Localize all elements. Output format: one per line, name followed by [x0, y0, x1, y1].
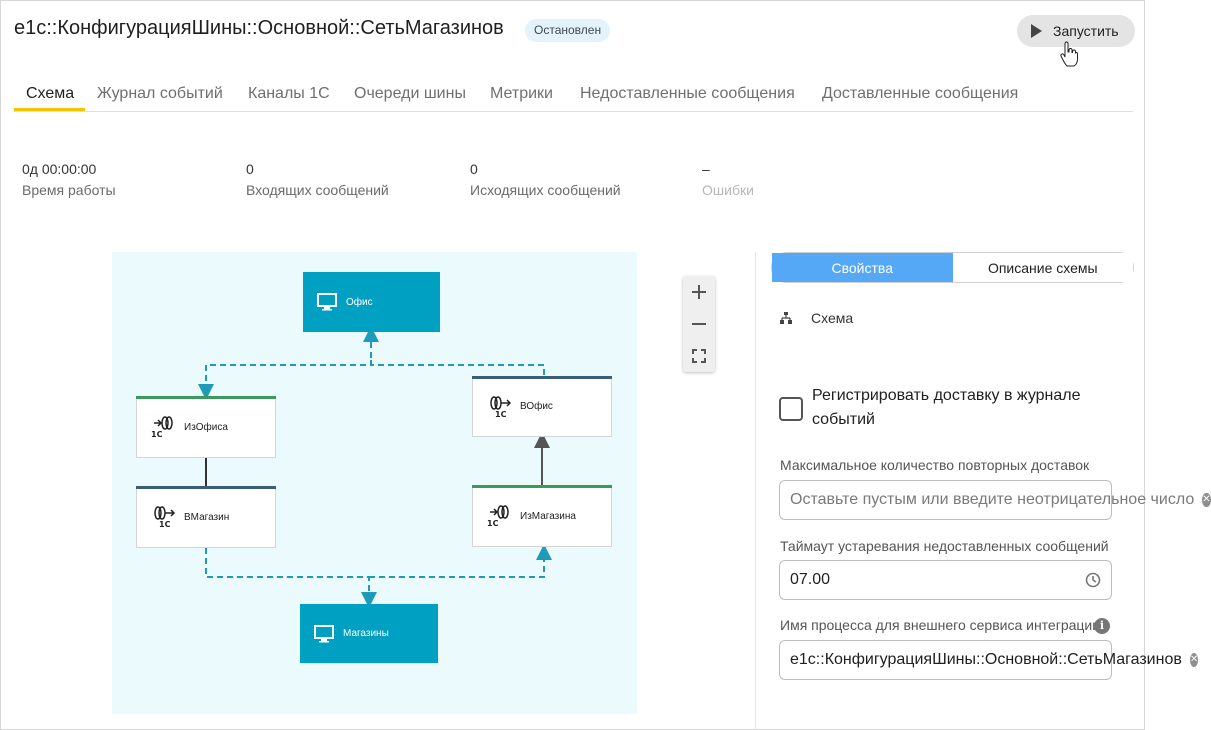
svg-text:1C: 1C: [151, 430, 163, 439]
schema-type-label: Схема: [811, 310, 854, 326]
tab-1c-channels[interactable]: Каналы 1С: [248, 85, 330, 102]
stat-value: 0д 00:00:00: [22, 161, 97, 177]
page-title: e1c::КонфигурацияШины::Основной::СетьМаг…: [14, 17, 504, 39]
schema-connections: [198, 326, 552, 608]
1c-output-channel-icon: 1C: [490, 395, 512, 419]
stat-incoming: 0 Входящих сообщений: [246, 161, 389, 198]
tab-metrics[interactable]: Метрики: [490, 85, 553, 102]
node-to-office[interactable]: 1C ВОфис: [472, 376, 612, 437]
process-name-value: e1c::КонфигурацияШины::Основной::СетьМаг…: [790, 651, 1182, 668]
link-stores-to-from-store: [369, 544, 552, 578]
active-tab-indicator: [14, 108, 85, 111]
node-office[interactable]: Офис: [303, 272, 440, 332]
register-delivery-checkbox[interactable]: [779, 397, 803, 421]
max-retries-field[interactable]: Оставьте пустым или введите неотрицатель…: [779, 480, 1211, 520]
stat-label: Исходящих сообщений: [470, 182, 621, 198]
stat-label: Ошибки: [702, 182, 754, 198]
node-label: Офис: [346, 296, 373, 308]
clear-icon[interactable]: ✕: [1202, 493, 1211, 507]
output-channel-bar: [472, 376, 612, 379]
tab-undelivered[interactable]: Недоставленные сообщения: [580, 85, 795, 102]
zoom-controls: [683, 276, 715, 372]
stat-label: Входящих сообщений: [246, 182, 389, 198]
node-from-office[interactable]: 1C ИзОфиса: [136, 396, 276, 458]
tab-properties[interactable]: Свойства: [772, 253, 953, 282]
fullscreen-icon: [692, 349, 706, 363]
panel-divider: [755, 252, 756, 730]
stat-value: –: [702, 161, 710, 177]
stat-label: Время работы: [22, 182, 116, 198]
schema-canvas[interactable]: Офис Магазины 1C ИзОфиса 1C ВМагазин: [112, 252, 637, 714]
tab-delivered[interactable]: Доставленные сообщения: [822, 85, 1019, 102]
stat-value: 0: [470, 161, 478, 177]
timeout-label: Таймаут устаревания недоставленных сообщ…: [780, 538, 1109, 554]
stat-value: 0: [246, 161, 254, 177]
tab-bus-queues[interactable]: Очереди шины: [354, 85, 466, 102]
run-button[interactable]: Запустить: [1017, 15, 1135, 47]
info-icon[interactable]: i: [1094, 618, 1110, 634]
clear-icon[interactable]: ✕: [1189, 653, 1199, 667]
tab-schema[interactable]: Схема: [26, 85, 75, 102]
1c-output-channel-icon: 1C: [154, 506, 176, 529]
output-channel-bar: [136, 486, 276, 489]
tab-event-log[interactable]: Журнал событий: [97, 85, 223, 102]
svg-text:1C: 1C: [487, 519, 499, 528]
max-retries-placeholder: Оставьте пустым или введите неотрицатель…: [790, 491, 1195, 508]
panel-tabs: Свойства Описание схемы: [771, 252, 1134, 283]
tab-schema-description[interactable]: Описание схемы: [952, 253, 1133, 282]
1c-input-channel-icon: 1C: [151, 416, 173, 439]
svg-text:1C: 1C: [159, 520, 171, 529]
process-name-field[interactable]: e1c::КонфигурацияШины::Основной::СетьМаг…: [779, 640, 1199, 680]
timeout-value: 07.00: [790, 571, 831, 588]
node-label: ВОфис: [520, 401, 553, 412]
link-to-office-to-office: [363, 326, 545, 375]
schema-type-row: Схема: [780, 310, 853, 326]
node-stores[interactable]: Магазины: [300, 604, 438, 663]
input-channel-bar: [472, 485, 612, 488]
plus-icon: [692, 285, 706, 299]
timeout-field[interactable]: 07.00: [779, 560, 1112, 600]
stat-outgoing: 0 Исходящих сообщений: [470, 161, 621, 198]
stat-uptime: 0д 00:00:00 Время работы: [22, 161, 116, 198]
clock-icon[interactable]: [1085, 572, 1101, 588]
play-icon: [1031, 24, 1042, 38]
1c-input-channel-icon: 1C: [487, 505, 509, 528]
svg-text:1C: 1C: [495, 410, 507, 419]
hand-cursor-icon: [1060, 41, 1078, 67]
stat-errors: – Ошибки: [702, 161, 754, 198]
fit-view-button[interactable]: [683, 340, 715, 372]
node-from-store[interactable]: 1C ИзМагазина: [472, 485, 612, 547]
node-label: ВМагазин: [184, 511, 230, 523]
status-badge: Остановлен: [525, 19, 611, 42]
monitor-icon: [317, 293, 337, 311]
register-delivery-label: Регистрировать доставку в журнале событи…: [812, 387, 1081, 428]
input-channel-bar: [136, 396, 276, 399]
process-name-label: Имя процесса для внешнего сервиса интегр…: [780, 617, 1101, 633]
node-to-store[interactable]: 1C ВМагазин: [136, 486, 276, 548]
zoom-in-button[interactable]: [683, 276, 715, 308]
hierarchy-icon: [780, 312, 792, 324]
node-label: ИзОфиса: [184, 421, 228, 433]
link-to-store-to-stores: [205, 548, 377, 608]
minus-icon: [692, 323, 706, 325]
run-button-label: Запустить: [1053, 23, 1119, 39]
node-label: ИзМагазина: [520, 510, 576, 522]
link-office-to-from-office: [198, 360, 372, 400]
tab-bar: Схема Журнал событий Каналы 1С Очереди ш…: [14, 80, 1133, 112]
node-label: Магазины: [343, 628, 389, 639]
monitor-icon: [314, 624, 334, 642]
zoom-out-button[interactable]: [683, 308, 715, 340]
max-retries-label: Максимальное количество повторных достав…: [780, 457, 1090, 473]
